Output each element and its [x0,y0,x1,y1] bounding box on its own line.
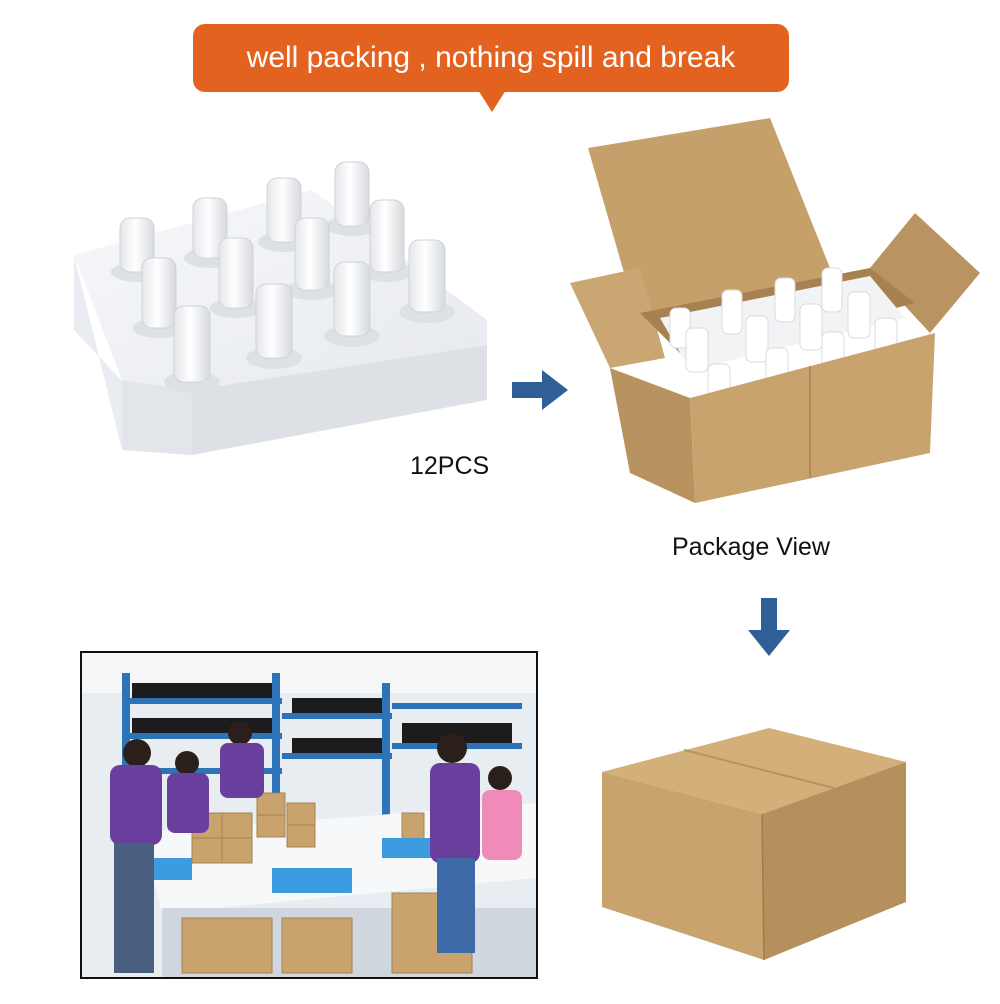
arrow-right-icon [512,370,568,410]
arrow-down-icon [748,598,790,656]
workshop-scene [82,653,536,977]
packing-workshop-photo [80,651,538,979]
foam-tray-image [74,161,487,455]
open-box-image [570,118,980,503]
closed-box-image [602,728,906,961]
banner-pointer [478,90,506,112]
quantity-label: 12PCS [410,452,490,480]
headline-banner: well packing , nothing spill and break [193,24,789,92]
package-view-label: Package View [672,533,830,561]
